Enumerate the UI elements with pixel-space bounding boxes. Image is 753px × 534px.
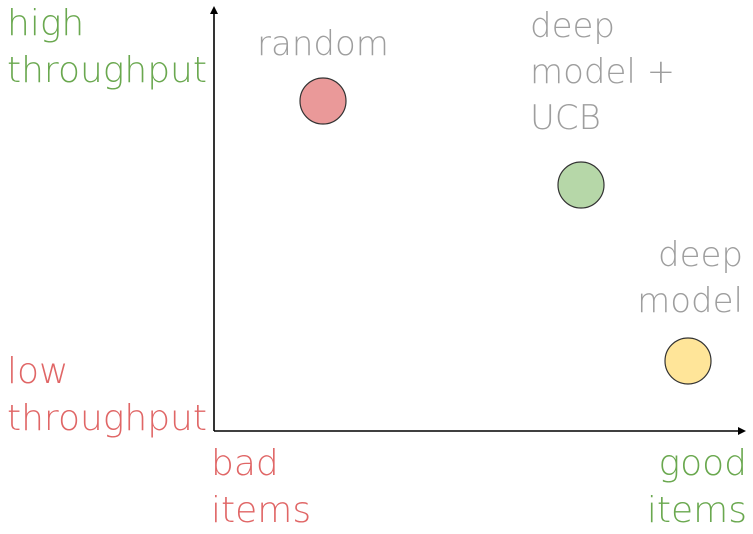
x-axis-good-label: good items [646,443,747,531]
point-deep-model-label: deep model [637,235,743,321]
x-axis-bad-label: bad items [211,443,312,531]
y-axis-high-label: high throughput [7,3,207,91]
point-deep-model-ucb-label: deep model + UCB [530,6,676,138]
point-deep-model-ucb-marker [557,161,605,209]
point-random-marker [299,77,347,125]
y-axis-low-label: low throughput [7,351,207,439]
point-deep-model-marker [664,337,712,385]
point-random-label: random [257,24,389,64]
